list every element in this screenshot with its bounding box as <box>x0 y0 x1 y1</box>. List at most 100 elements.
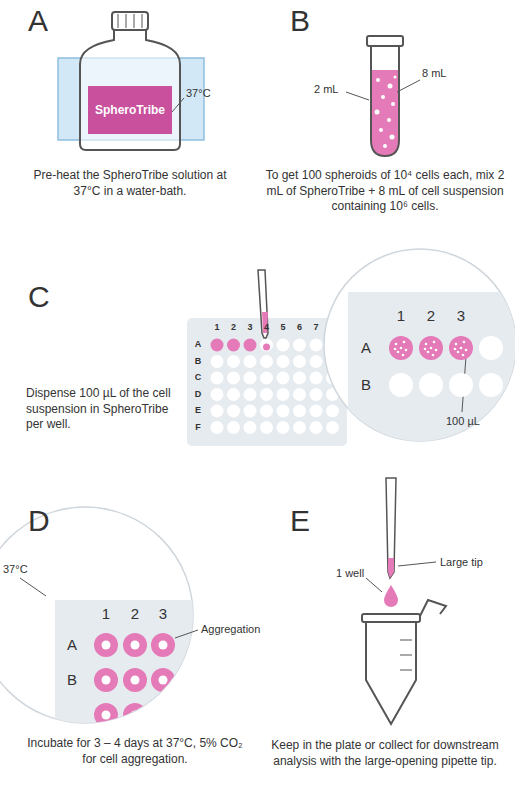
annotation: 37°C <box>3 562 28 576</box>
well <box>244 421 257 434</box>
well <box>310 339 323 352</box>
step-caption: To get 100 spheroids of 10⁴ cells each, … <box>265 168 505 215</box>
well <box>151 668 175 692</box>
panel-letter: B <box>290 6 310 36</box>
well <box>389 336 413 360</box>
well <box>260 355 273 368</box>
step-caption: Dispense 100 µL of the cell suspension i… <box>26 386 182 433</box>
cell-dot <box>395 343 398 346</box>
well <box>227 372 240 385</box>
well <box>211 405 224 418</box>
grid-index: 7 <box>309 322 323 334</box>
cell-dot <box>433 341 436 344</box>
well <box>326 421 339 434</box>
product-name: SpheroTribe <box>95 103 165 117</box>
cell-dot <box>394 348 397 351</box>
well <box>227 388 240 401</box>
panel-letter: D <box>28 506 50 536</box>
grid-index: B <box>192 356 204 368</box>
well <box>260 405 273 418</box>
grid-index: 1 <box>96 604 116 624</box>
grid-index: B <box>62 670 82 690</box>
cell-dot <box>397 351 400 354</box>
well <box>94 703 118 727</box>
cell-dot <box>463 341 466 344</box>
well <box>293 339 306 352</box>
spheroid <box>102 711 111 720</box>
well <box>277 339 290 352</box>
mixing-tube <box>346 36 420 156</box>
grid-index: 3 <box>243 322 257 334</box>
spheroid <box>131 641 140 650</box>
cell-dot <box>457 351 460 354</box>
well <box>293 388 306 401</box>
grid-index: 2 <box>125 604 145 624</box>
cell-dot <box>430 347 433 350</box>
grid-index: A <box>62 635 82 655</box>
grid-index: 2 <box>227 322 241 334</box>
well <box>479 373 503 397</box>
spheroid <box>102 676 111 685</box>
grid-index: 6 <box>293 322 307 334</box>
well <box>293 405 306 418</box>
well <box>211 388 224 401</box>
grid-index: E <box>192 405 204 417</box>
spheroid <box>159 641 168 650</box>
well <box>310 355 323 368</box>
cell-dot <box>432 354 435 357</box>
cell-dot <box>460 347 463 350</box>
cell-dot <box>405 349 408 352</box>
well <box>389 373 413 397</box>
grid-index: B <box>356 375 376 395</box>
well <box>310 405 323 418</box>
well <box>260 388 273 401</box>
well <box>244 355 257 368</box>
cell-dot <box>465 349 468 352</box>
spheroid <box>131 711 140 720</box>
well <box>293 421 306 434</box>
annotation: Large tip <box>440 555 483 569</box>
well <box>310 421 323 434</box>
panel-letter: C <box>28 282 50 312</box>
panel-letter: E <box>290 506 310 536</box>
grid-index: 1 <box>391 306 411 326</box>
cell-dot <box>402 354 405 357</box>
bottle-label: SpheroTribe <box>88 86 172 134</box>
well <box>260 339 273 352</box>
spheroid <box>159 676 168 685</box>
well <box>244 405 257 418</box>
annotation: 2 mL <box>314 82 338 96</box>
well <box>449 336 473 360</box>
well <box>479 336 503 360</box>
well <box>211 372 224 385</box>
well <box>260 421 273 434</box>
annotation: 37°C <box>186 86 211 100</box>
grid-index: 3 <box>153 604 173 624</box>
cell-dot <box>455 343 458 346</box>
cell-dot <box>403 341 406 344</box>
well <box>244 339 257 352</box>
well <box>123 703 147 727</box>
well <box>310 388 323 401</box>
well <box>211 339 224 352</box>
cell-dot <box>435 349 438 352</box>
well <box>227 405 240 418</box>
well <box>123 668 147 692</box>
well <box>449 373 473 397</box>
grid-index: 2 <box>421 306 441 326</box>
cell-dot <box>424 348 427 351</box>
grid-index: F <box>192 422 204 434</box>
grid-index: D <box>192 389 204 401</box>
cell-dot <box>454 348 457 351</box>
well-drop <box>263 344 270 351</box>
well <box>260 372 273 385</box>
well <box>277 388 290 401</box>
spheroid <box>102 641 111 650</box>
well <box>227 421 240 434</box>
annotation: Aggregation <box>201 622 260 636</box>
well <box>94 633 118 657</box>
well <box>277 405 290 418</box>
panel-letter: A <box>28 6 48 36</box>
grid-index: 3 <box>451 306 471 326</box>
well <box>94 668 118 692</box>
